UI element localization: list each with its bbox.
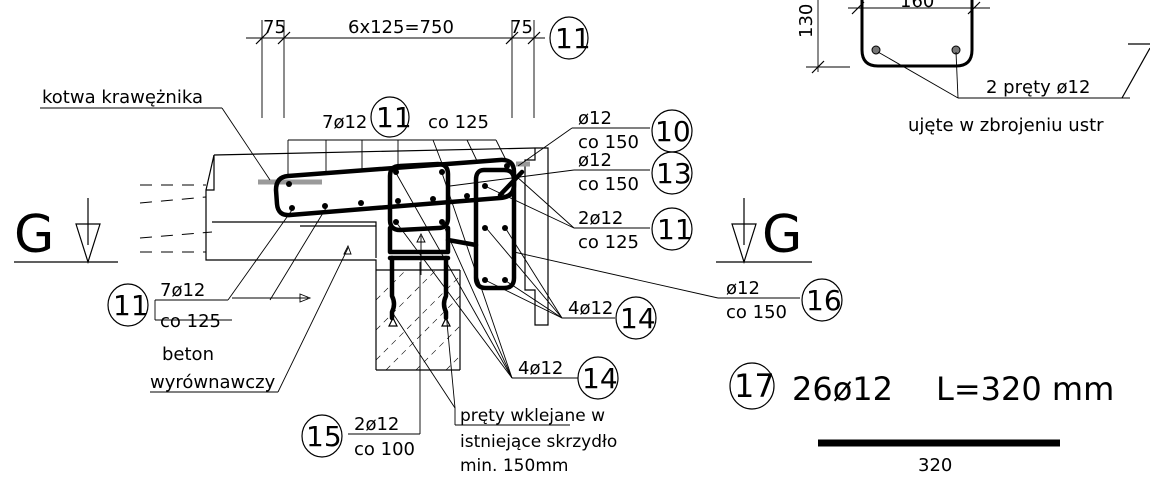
label-bar10-spacing: co 150 <box>578 132 639 153</box>
label-top-spacing: co 125 <box>428 112 489 133</box>
label-kotwa: kotwa krawężnika <box>42 87 203 108</box>
marker-circle <box>651 151 693 195</box>
section-mark-right: G <box>716 198 812 265</box>
section-letter-right: G <box>762 205 802 265</box>
bar17-count: 26ø12 <box>792 370 893 408</box>
marker-circle <box>107 283 149 327</box>
label-beton-2: wyrównawczy <box>150 372 276 393</box>
top-dimension: 75 6x125=750 75 11 <box>246 16 591 118</box>
marker-11-main: 11 <box>376 101 412 134</box>
label-bar11b-dia: 2ø12 <box>578 208 623 229</box>
detail-dim-height: 130 <box>796 4 817 38</box>
section-letter-left: G <box>14 205 54 265</box>
label-prety-1: pręty wklejane w <box>460 406 605 426</box>
label-top-bars: 7ø12 <box>322 112 367 133</box>
label-beton-1: beton <box>162 344 214 365</box>
dashed-extensions <box>139 184 213 253</box>
label-bar16-spacing: co 150 <box>726 302 787 323</box>
label-bar11b-spacing: co 125 <box>578 232 639 253</box>
label-bar13-spacing: co 150 <box>578 174 639 195</box>
marker-13: 13 <box>656 157 692 190</box>
center-arrow <box>416 232 426 275</box>
label-bar16-dia: ø12 <box>726 278 760 299</box>
label-bar15-dia: 2ø12 <box>354 414 399 435</box>
marker-circle <box>651 207 693 251</box>
label-bar15-spacing: co 100 <box>354 439 415 460</box>
detail-bars-1: 2 pręty ø12 <box>986 77 1090 98</box>
marker-circle <box>801 278 843 322</box>
bar17-dim: 320 <box>918 455 952 476</box>
label-bar14a-dia: 4ø12 <box>568 298 613 319</box>
marker-11-left: 11 <box>113 289 149 322</box>
marker-circle <box>301 414 343 458</box>
leaders <box>40 107 800 435</box>
label-bar11c-dia: 7ø12 <box>160 280 205 301</box>
marker-17: 17 <box>734 367 775 405</box>
marker-14-lower: 14 <box>582 362 618 395</box>
label-bar11c-spacing: co 125 <box>160 311 221 332</box>
marker-11-right: 11 <box>657 213 693 246</box>
marker-circle <box>370 96 410 138</box>
detail-stirrup: 130 160 2 pręty ø12 ujęte w zbrojeniu us… <box>796 0 1150 136</box>
rebar <box>273 157 525 327</box>
detail-dim-width: 160 <box>900 0 934 12</box>
detail-bars-2: ujęte w zbrojeniu ustr <box>908 115 1104 136</box>
marker-circle <box>577 356 619 400</box>
dim-middle: 6x125=750 <box>348 17 454 38</box>
existing-wall-hatch <box>375 269 461 371</box>
marker-circle <box>729 362 775 410</box>
label-prety-2: istniejące skrzydło <box>460 432 617 452</box>
section-mark-left: G <box>14 198 118 265</box>
label-prety-3: min. 150mm <box>460 456 568 476</box>
marker-circle <box>549 16 589 60</box>
marker-14-upper: 14 <box>620 302 656 335</box>
labels: kotwa krawężnika 7ø12 11 co 125 ø12 co 1… <box>42 87 843 476</box>
dim-right: 75 <box>510 17 533 38</box>
marker-11-top: 11 <box>555 22 591 55</box>
label-bar14b-dia: 4ø12 <box>518 358 563 379</box>
marker-circle <box>615 296 657 340</box>
bar-dots <box>286 163 510 283</box>
marker-15: 15 <box>306 420 342 453</box>
label-bar10-dia: ø12 <box>578 108 612 129</box>
bar17-spec: 17 26ø12 L=320 mm 320 <box>729 362 1114 476</box>
dim-left: 75 <box>263 17 286 38</box>
label-bar13-dia: ø12 <box>578 150 612 171</box>
marker-10: 10 <box>655 115 691 148</box>
bar17-length: L=320 mm <box>936 370 1114 408</box>
marker-16: 16 <box>806 284 842 317</box>
